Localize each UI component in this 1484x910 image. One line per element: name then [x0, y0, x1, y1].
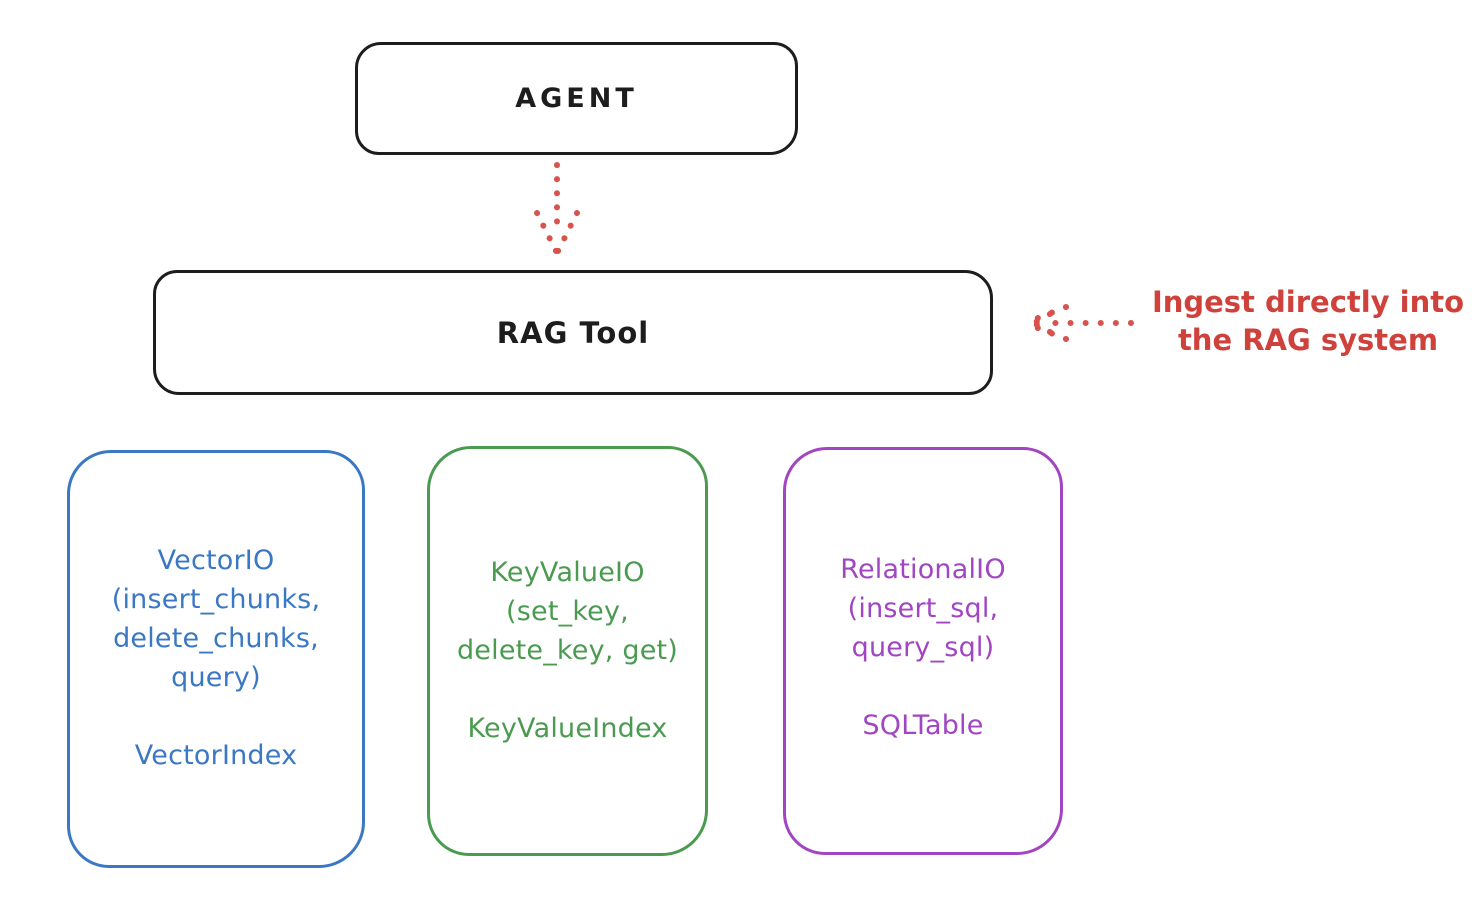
keyvalue-io-card: KeyValueIO (set_key, delete_key, get) Ke…	[427, 446, 708, 856]
vector-index-label: VectorIndex	[134, 740, 298, 771]
rag-tool-box: RAG Tool	[153, 270, 993, 395]
rag-tool-label: RAG Tool	[496, 315, 650, 350]
relational-io-card: RelationalIO (insert_sql, query_sql) SQL…	[783, 447, 1063, 855]
vector-io-title: VectorIO (insert_chunks, delete_chunks, …	[111, 545, 321, 693]
relational-io-title: RelationalIO (insert_sql, query_sql)	[840, 554, 1006, 663]
sql-table-label: SQLTable	[862, 710, 984, 741]
keyvalue-index-label: KeyValueIndex	[467, 713, 668, 744]
dotted-arrow-left-icon	[1022, 304, 1134, 342]
agent-label: AGENT	[515, 83, 638, 114]
dotted-arrow-down-icon	[534, 162, 580, 256]
vector-io-card: VectorIO (insert_chunks, delete_chunks, …	[67, 450, 365, 868]
keyvalue-io-title: KeyValueIO (set_key, delete_key, get)	[456, 557, 679, 666]
ingest-annotation: Ingest directly into the RAG system	[1151, 285, 1465, 358]
agent-box: AGENT	[355, 42, 798, 155]
